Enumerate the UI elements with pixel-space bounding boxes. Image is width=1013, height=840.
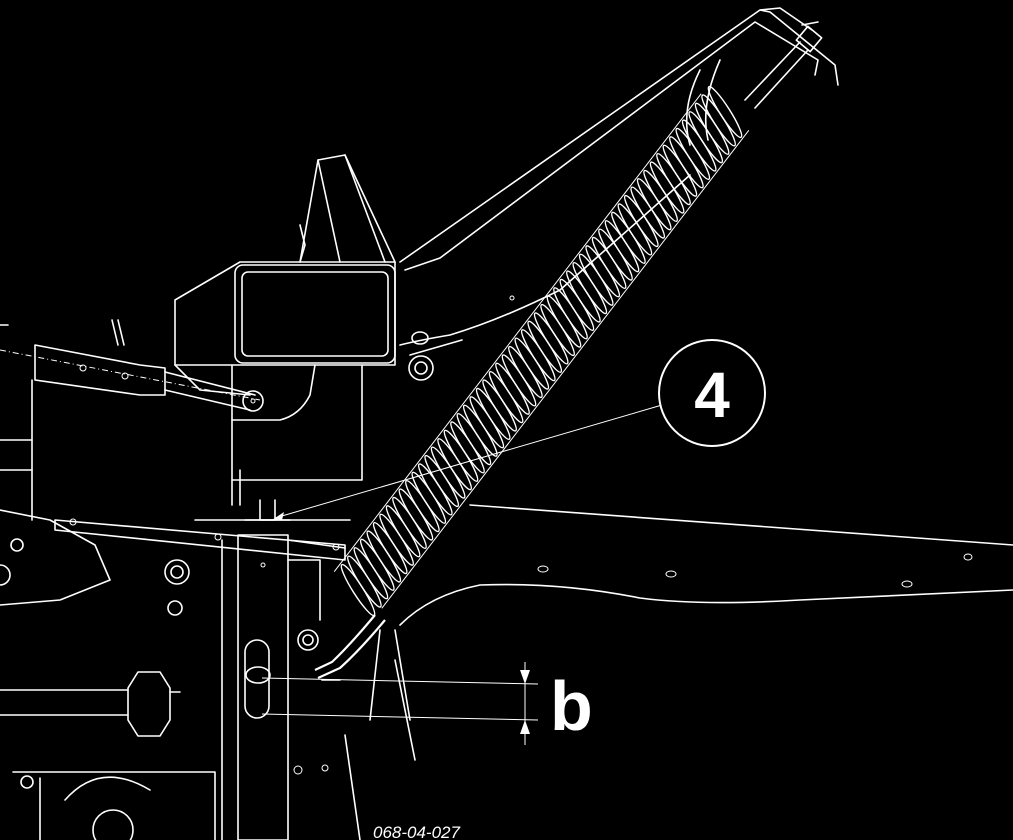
spring-coil: [469, 396, 505, 449]
spring-coil: [379, 513, 414, 566]
spring-coil: [475, 387, 511, 441]
spring-coil: [462, 404, 498, 457]
callout-4-label: 4: [694, 359, 730, 431]
spring-coil: [405, 479, 440, 533]
hydraulic-cylinder: [0, 319, 264, 412]
spring-coil: [514, 337, 550, 390]
spring-coil: [643, 169, 678, 223]
spring-coil: [520, 329, 556, 382]
spring-coil: [482, 379, 517, 432]
spring-coil: [604, 220, 640, 273]
spring-coil: [366, 530, 402, 583]
spring-coil: [398, 488, 434, 541]
spring-coil: [598, 228, 633, 281]
drawing-reference-code: 068-04-027: [373, 823, 461, 840]
spring-coil: [456, 412, 492, 466]
spring-coil: [701, 94, 736, 147]
spring-coil: [372, 521, 408, 575]
spring-coil: [669, 136, 704, 189]
spring-outline: [333, 93, 702, 573]
spring-coil: [656, 152, 691, 206]
spring-coil: [681, 119, 717, 172]
frame-beam: [399, 504, 1013, 626]
spring-coil: [437, 438, 472, 491]
spring-coil: [424, 454, 460, 508]
spring-coil: [662, 144, 698, 197]
spring-outline: [381, 129, 750, 609]
spring-coil: [559, 278, 595, 332]
spring-coil: [527, 320, 563, 373]
spring-coil: [430, 446, 466, 499]
dimension-b-label: b: [550, 667, 593, 745]
spring-coil: [340, 563, 376, 617]
spring-arm: [399, 7, 839, 381]
spring-coil: [359, 538, 395, 591]
spring-coil: [488, 370, 524, 424]
spring-coil: [553, 287, 588, 340]
left-frame: [0, 379, 346, 840]
spring-coil: [353, 547, 389, 600]
spring-coil: [450, 421, 485, 474]
spring-coil: [392, 496, 427, 550]
spring-coil: [707, 85, 743, 139]
spring-coil: [501, 354, 537, 407]
spring-coil: [495, 362, 530, 415]
spring-coil: [578, 253, 614, 306]
spring-coil: [572, 261, 608, 315]
callout-leader: [272, 404, 663, 520]
spring-coil: [540, 303, 575, 357]
spring-coil: [347, 555, 382, 608]
spring-coil: [623, 194, 659, 248]
spring-coil: [694, 102, 730, 155]
spring-coil: [533, 312, 569, 365]
spring-coil: [417, 463, 453, 516]
spring-coil: [546, 295, 582, 348]
spring-coil: [617, 203, 653, 256]
housing-block: [174, 154, 396, 506]
vertical-post: [194, 499, 351, 840]
spring-hook-bracket: [314, 614, 416, 840]
spring-coil: [508, 345, 543, 399]
spring-coil: [411, 471, 447, 524]
spring-coil: [611, 211, 646, 264]
spring-coil: [566, 270, 601, 323]
dimension-b: b: [261, 662, 593, 745]
spring-coil: [385, 505, 421, 558]
spring-coil: [591, 236, 627, 290]
spring-coil: [636, 178, 672, 231]
spring-coil: [443, 429, 479, 482]
callout-4: 4: [658, 339, 766, 447]
